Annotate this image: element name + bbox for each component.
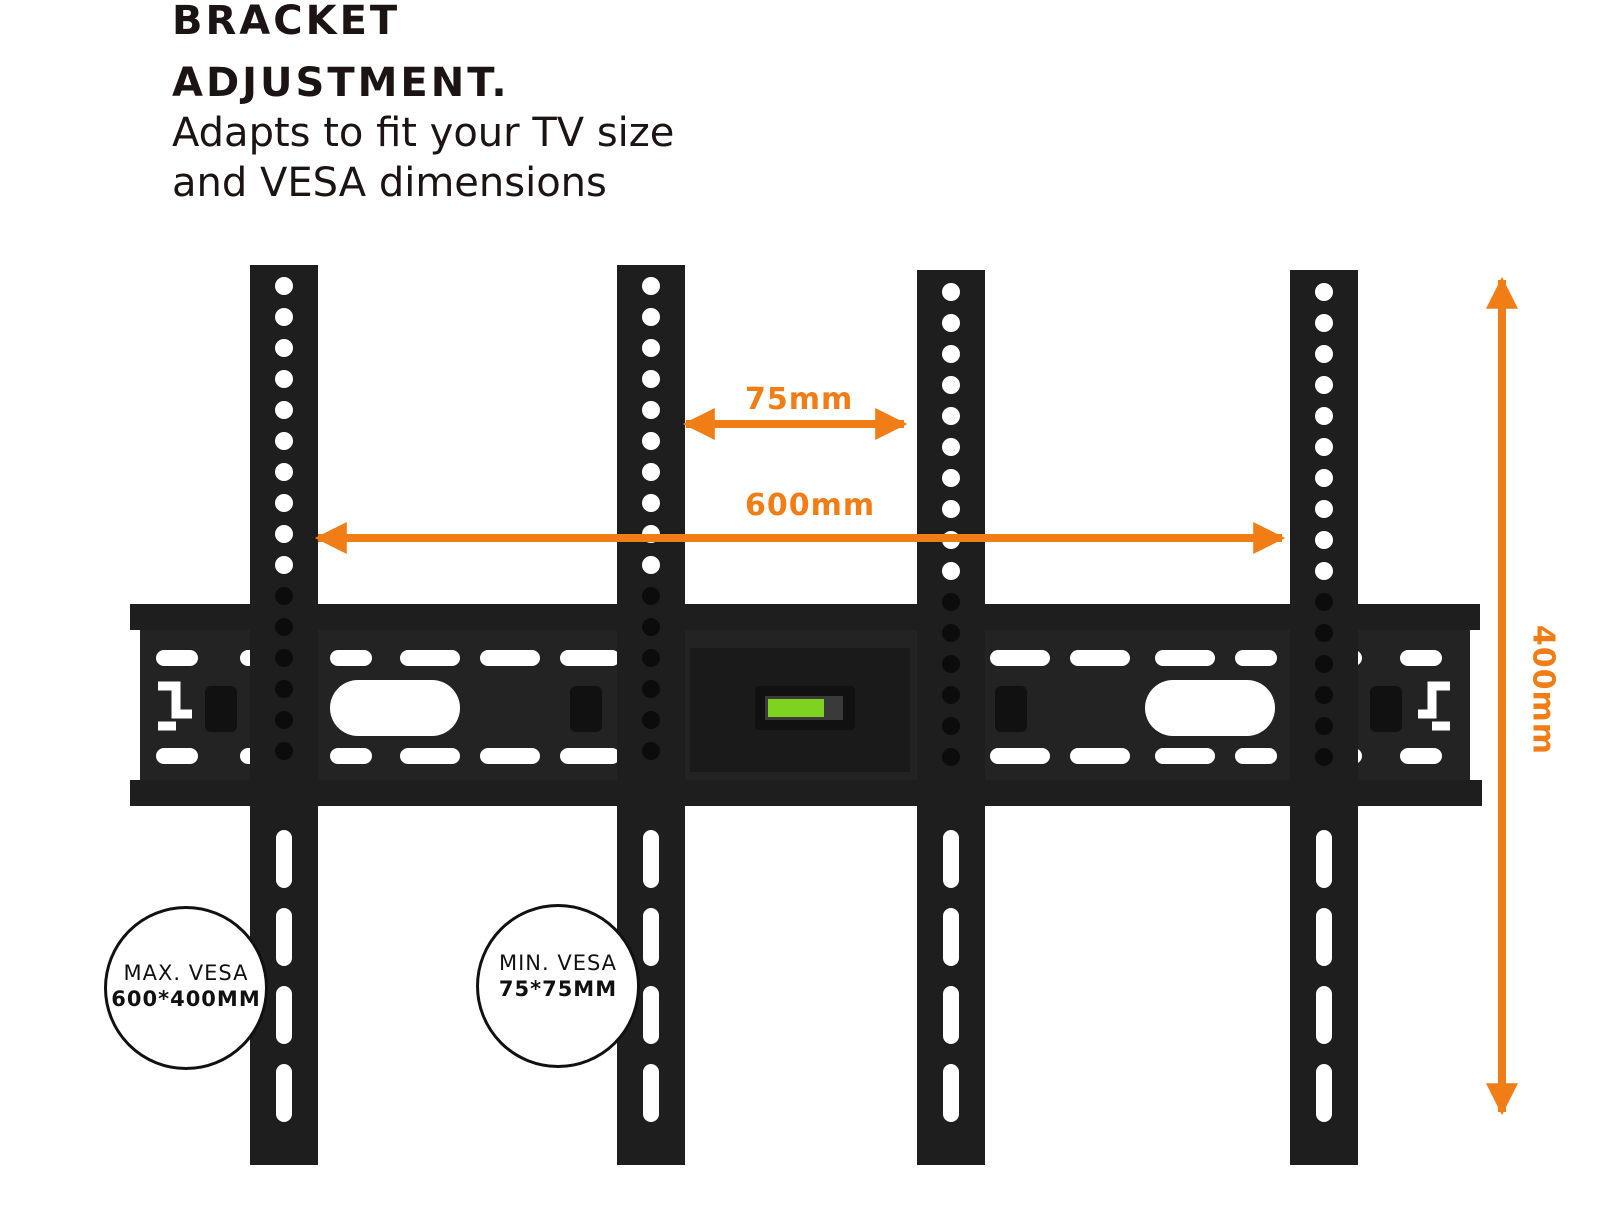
mounting-hole [1315, 655, 1333, 673]
mounting-hole [1315, 500, 1333, 518]
mounting-slot [943, 986, 959, 1044]
heading-line-2: ADJUSTMENT. [172, 60, 510, 106]
mounting-hole [275, 401, 293, 419]
subheading-line-2: and VESA dimensions [172, 160, 607, 206]
min-vesa-value: 75*75MM [498, 977, 618, 1001]
mounting-hole [642, 742, 660, 760]
tilt-knobs [205, 686, 1402, 732]
mounting-hole [642, 339, 660, 357]
mounting-hole [275, 308, 293, 326]
mounting-slot [1316, 908, 1332, 966]
max-vesa-value: 600*400MM [111, 987, 261, 1011]
mounting-hole [1315, 345, 1333, 363]
mounting-slot [276, 908, 292, 966]
mounting-hole [1315, 717, 1333, 735]
mounting-slot [643, 986, 659, 1044]
mounting-hole [275, 587, 293, 605]
subheading-line-1: Adapts to fit your TV size [172, 110, 675, 156]
mounting-hole [942, 407, 960, 425]
max-vesa-label: MAX. VESA [123, 961, 249, 985]
heading: BRACKET ADJUSTMENT. [172, 0, 510, 114]
mounting-hole [942, 376, 960, 394]
mounting-hole [275, 277, 293, 295]
mounting-hole [942, 562, 960, 580]
max-vesa-badge: MAX. VESA 600*400MM [104, 906, 268, 1070]
mounting-hole [1315, 624, 1333, 642]
mounting-hole [642, 432, 660, 450]
mounting-slot [943, 908, 959, 966]
mounting-hole [1315, 283, 1333, 301]
mounting-slot [943, 1064, 959, 1122]
mounting-hole [942, 624, 960, 642]
mounting-hole [942, 314, 960, 332]
mounting-slot [276, 1064, 292, 1122]
mounting-hole [942, 438, 960, 456]
mounting-hole [1315, 438, 1333, 456]
dimension-400mm: 400mm [1525, 624, 1561, 756]
mounting-hole [642, 556, 660, 574]
mounting-hole [275, 556, 293, 574]
heading-line-1: BRACKET [172, 0, 401, 44]
mounting-hole [1315, 531, 1333, 549]
mounting-hole [642, 680, 660, 698]
mounting-hole [642, 370, 660, 388]
mounting-hole [1315, 748, 1333, 766]
mounting-hole [942, 717, 960, 735]
mounting-hole [275, 618, 293, 636]
subheading: Adapts to fit your TV size and VESA dime… [172, 108, 674, 208]
mounting-hole [275, 463, 293, 481]
mounting-hole [275, 711, 293, 729]
mounting-hole [942, 500, 960, 518]
mounting-hole [1315, 562, 1333, 580]
mounting-hole [1315, 469, 1333, 487]
dimension-600mm: 600mm [745, 488, 876, 523]
mounting-hole [1315, 686, 1333, 704]
mounting-hole [642, 711, 660, 729]
mounting-hole [642, 308, 660, 326]
mounting-hole [275, 742, 293, 760]
mounting-hole [1315, 376, 1333, 394]
mounting-hole [1315, 593, 1333, 611]
mounting-slot [1316, 830, 1332, 888]
mounting-hole [942, 283, 960, 301]
mounting-slot [276, 986, 292, 1044]
mounting-hole [275, 525, 293, 543]
mounting-hole [642, 401, 660, 419]
mounting-slot [643, 908, 659, 966]
mounting-hole [642, 277, 660, 295]
mounting-hole [275, 339, 293, 357]
mounting-slot [643, 1064, 659, 1122]
mounting-hole [1315, 314, 1333, 332]
mounting-hole [642, 494, 660, 512]
mounting-slot [643, 830, 659, 888]
mounting-hole [942, 686, 960, 704]
mounting-hole [642, 463, 660, 481]
mounting-hole [942, 748, 960, 766]
mounting-hole [275, 432, 293, 450]
arm-slots [276, 830, 1332, 1122]
mounting-slot [943, 830, 959, 888]
mounting-hole [1315, 407, 1333, 425]
mounting-slot [1316, 986, 1332, 1044]
mounting-slot [1316, 1064, 1332, 1122]
min-vesa-label: MIN. VESA [498, 951, 618, 975]
mounting-hole [275, 494, 293, 512]
mounting-hole [642, 649, 660, 667]
bubble-level [755, 686, 855, 730]
dimension-75mm: 75mm [745, 382, 854, 417]
mounting-hole [275, 680, 293, 698]
mounting-hole [942, 469, 960, 487]
mounting-hole [642, 587, 660, 605]
mounting-hole [942, 345, 960, 363]
mounting-hole [275, 649, 293, 667]
mounting-hole [275, 370, 293, 388]
min-vesa-badge: MIN. VESA 75*75MM [476, 904, 640, 1068]
mounting-hole [942, 655, 960, 673]
mounting-slot [276, 830, 292, 888]
mounting-hole [942, 593, 960, 611]
mounting-hole [642, 618, 660, 636]
